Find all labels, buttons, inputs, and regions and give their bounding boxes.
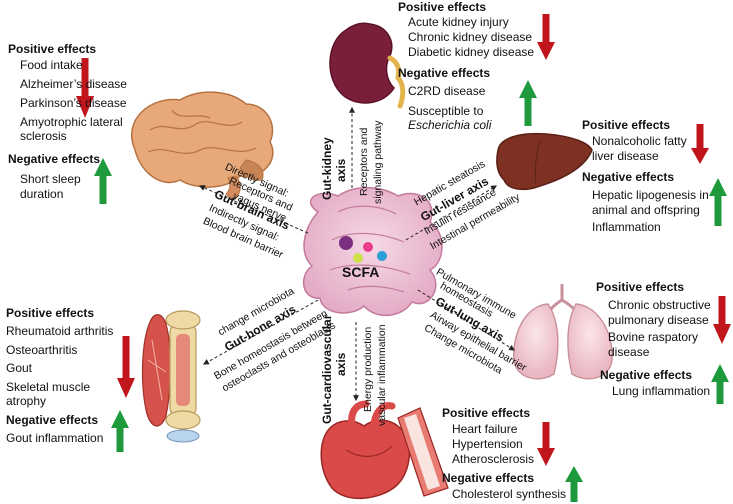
lung-down-arrow — [713, 296, 731, 344]
blood-vessel-illustration — [397, 407, 449, 497]
lung-positive-item: Chronic obstructive — [608, 298, 711, 312]
lung-up-arrow — [711, 364, 729, 404]
cardio-axis-label-line2: axis — [334, 352, 348, 376]
brain-negative-item: duration — [20, 187, 64, 201]
kidney-positive-item: Chronic kidney disease — [408, 30, 533, 44]
cardio-label: vascular inflammation — [376, 324, 388, 426]
intestine-illustration — [302, 187, 443, 316]
liver-positive-item: Nonalcoholic fatty — [592, 134, 687, 148]
kidney-axis-label: Gut-kidney — [320, 137, 334, 200]
lung-positive-item: disease — [608, 345, 650, 359]
brain-positive-item: sclerosis — [20, 129, 67, 143]
kidney-negative-item: C2RD disease — [408, 84, 486, 98]
liver-negative-item: Inflammation — [592, 220, 661, 234]
gut-lung-arrow — [417, 289, 516, 351]
liver-illustration — [496, 132, 593, 191]
brain-negative-title: Negative effects — [8, 152, 101, 166]
lung-positive-item: Bovine raspatory — [608, 330, 699, 344]
kidney-negative-title: Negative effects — [398, 66, 491, 80]
bone-down-arrow — [117, 336, 135, 398]
cardio-positive-item: Atherosclerosis — [452, 452, 535, 466]
bone-muscle-illustration — [141, 310, 201, 443]
bone-positive-item: Gout — [6, 361, 33, 375]
brain-illustration — [131, 91, 274, 201]
cardio-negative-item: Cholesterol synthesis — [452, 487, 567, 501]
kidney-axis-label-line2: axis — [334, 158, 348, 182]
axis-arrows — [198, 106, 516, 402]
heart-illustration — [320, 400, 411, 500]
liver-negative-title: Negative effects — [582, 170, 675, 184]
brain-up-arrow — [94, 158, 112, 204]
lung-positive-item: pulmonary disease — [608, 313, 709, 327]
cardio-positive-title: Positive effects — [442, 406, 531, 420]
liver-positive-item: liver disease — [592, 149, 659, 163]
kidney-positive-title: Positive effects — [398, 0, 487, 14]
cardio-up-arrow — [565, 466, 583, 502]
kidney-illustration — [329, 22, 406, 109]
bone-positive-item: Skeletal muscle — [6, 380, 91, 394]
bone-positive-item: atrophy — [6, 394, 47, 408]
liver-positive-title: Positive effects — [582, 118, 671, 132]
brain-negative-item: Short sleep — [20, 172, 81, 186]
effect-arrows — [76, 14, 731, 502]
lung-negative-item: Lung inflammation — [612, 384, 711, 398]
kidney-up-arrow — [519, 80, 537, 126]
brain-positive-item: Food intake — [20, 58, 83, 72]
brain-down-arrow — [76, 58, 94, 118]
bone-positive-title: Positive effects — [6, 306, 95, 320]
scfa-label: SCFA — [342, 264, 380, 280]
kidney-down-arrow — [537, 14, 555, 60]
liver-negative-item: Hepatic lipogenesis in — [592, 188, 709, 202]
bone-up-arrow — [111, 410, 129, 452]
brain-positive-title: Positive effects — [8, 42, 97, 56]
brain-positive-item: Parkinson’s disease — [20, 96, 127, 110]
cardio-down-arrow — [537, 422, 555, 466]
cardio-positive-item: Heart failure — [452, 422, 518, 436]
cardio-negative-title: Negative effects — [442, 471, 535, 485]
bone-positive-item: Rheumatoid arthritis — [6, 324, 114, 338]
brain-positive-item: Amyotrophic lateral — [20, 115, 123, 129]
kidney-positive-item: Acute kidney injury — [408, 15, 509, 29]
liver-up-arrow — [709, 178, 727, 226]
cardio-label: Energy production — [362, 326, 374, 412]
kidney-label: signaling pathway — [372, 120, 384, 204]
lung-negative-title: Negative effects — [600, 368, 693, 382]
brain-positive-item: Alzheimer’s disease — [20, 77, 127, 91]
lung-illustration — [513, 284, 613, 380]
lung-positive-title: Positive effects — [596, 280, 685, 294]
liver-negative-item: animal and offspring — [592, 203, 700, 217]
kidney-negative-item: Susceptible to — [408, 104, 484, 118]
liver-down-arrow — [691, 124, 709, 164]
kidney-label: Receptors and — [358, 127, 370, 196]
kidney-negative-item: Escherichia coli — [408, 118, 492, 132]
bone-negative-title: Negative effects — [6, 413, 99, 427]
bone-negative-item: Gout inflammation — [6, 431, 104, 445]
cardio-positive-item: Hypertension — [452, 437, 523, 451]
cardio-axis-label: Gut-cardiovascular — [320, 314, 334, 424]
kidney-positive-item: Diabetic kidney disease — [408, 45, 535, 59]
bone-positive-item: Osteoarthritis — [6, 343, 78, 357]
gut-liver-arrow — [405, 185, 498, 241]
